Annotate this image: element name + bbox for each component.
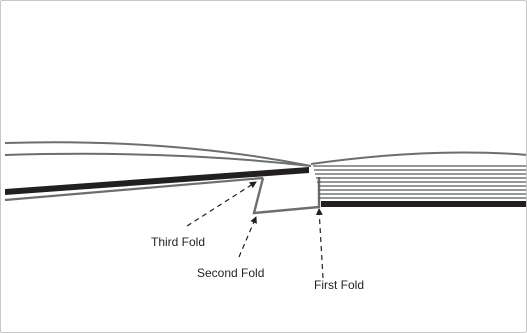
fold-notch xyxy=(252,177,321,215)
right-sheet-stack xyxy=(313,165,526,199)
third-fold-arrow xyxy=(186,181,257,227)
third-fold-label: Third Fold xyxy=(151,235,205,249)
upper-curved-sheets xyxy=(4,141,312,167)
gray-sheet-left xyxy=(4,176,264,202)
second-fold-arrow xyxy=(238,216,257,258)
upper-right-curve xyxy=(310,151,526,165)
second-fold-label: Second Fold xyxy=(197,266,264,280)
first-fold-label: First Fold xyxy=(314,278,364,292)
black-sheet-left xyxy=(5,167,309,195)
first-fold-arrow xyxy=(315,208,324,279)
upper-curve-1 xyxy=(4,141,312,167)
upper-curve-2 xyxy=(4,152,312,167)
black-sheet-right xyxy=(321,201,526,207)
